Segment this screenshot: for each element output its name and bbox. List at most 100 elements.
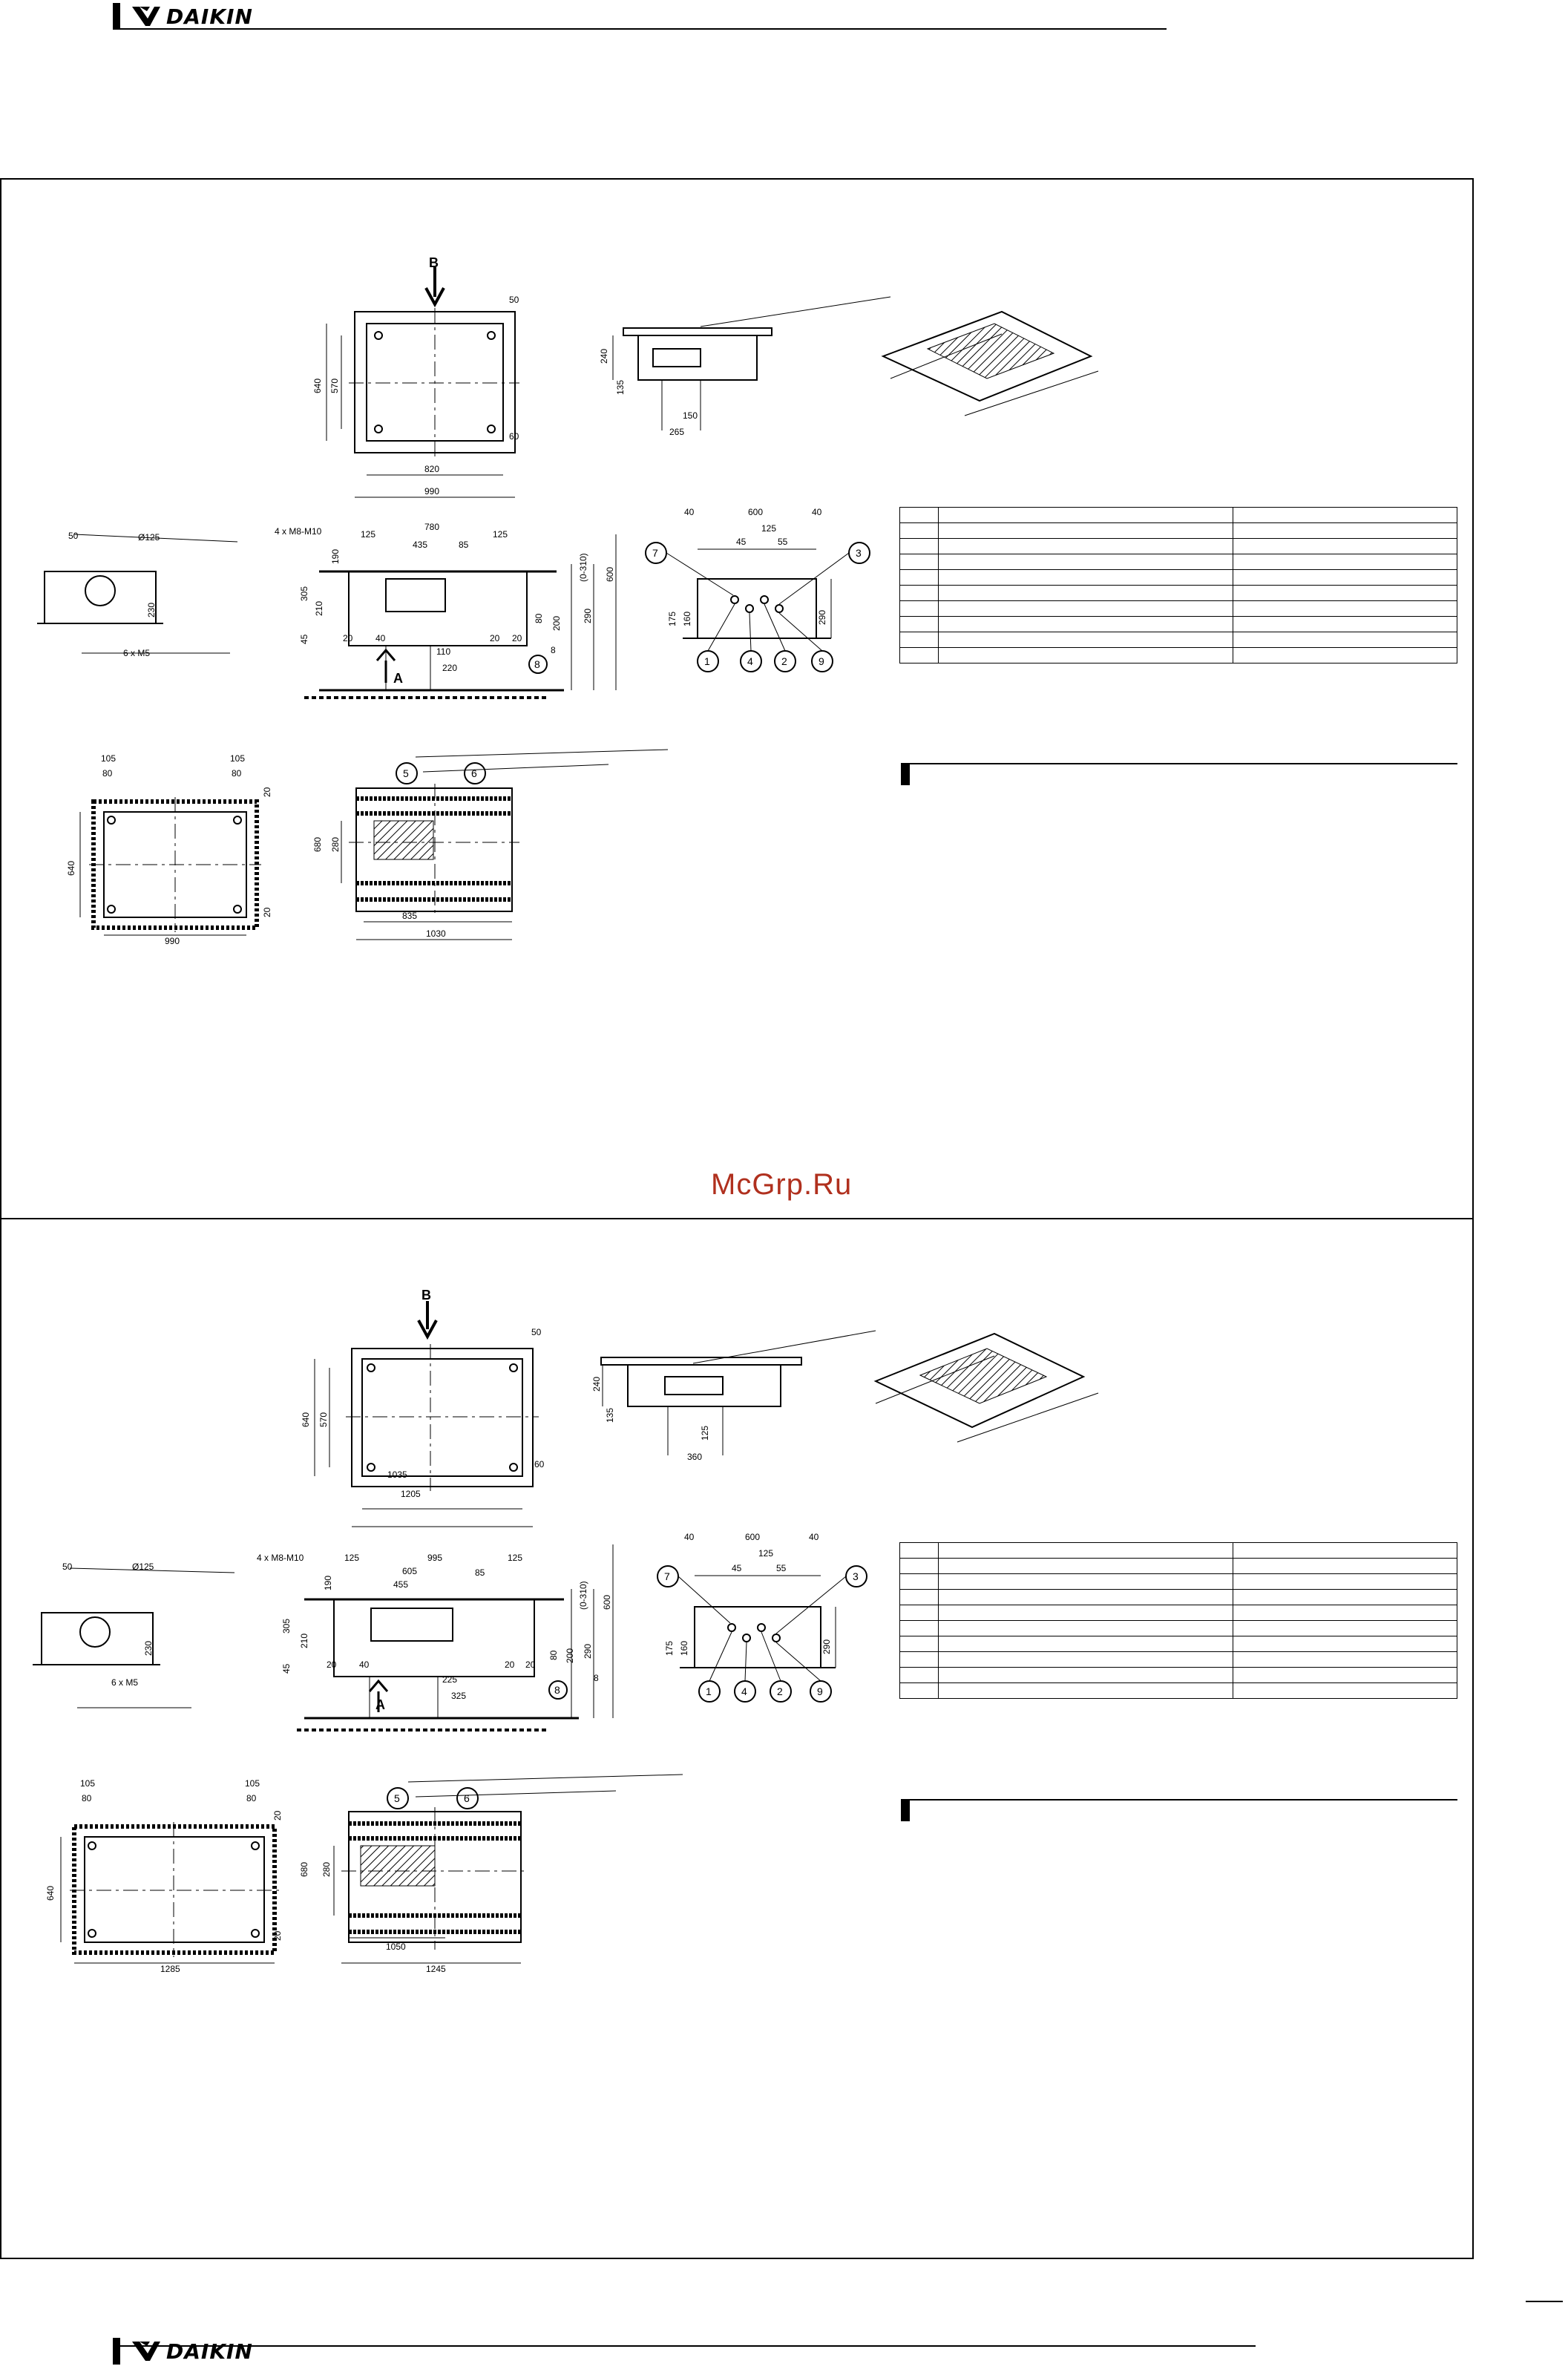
callout-7: 7 (652, 547, 658, 559)
dim-label: 835 (402, 911, 417, 921)
dim-label: 210 (314, 601, 324, 616)
dim-label: 290 (821, 1639, 832, 1654)
dim-label: 55 (778, 537, 788, 547)
dim-label: 50 (68, 531, 79, 541)
dim-label: 240 (599, 349, 609, 364)
dim-label: 50 (531, 1327, 542, 1337)
dim-label: 85 (475, 1567, 485, 1578)
header-logo: DAIKIN (113, 0, 253, 33)
dim-label: 225 (442, 1674, 457, 1685)
top-view: B 50 640 570 1035 1205 60 (301, 1288, 545, 1527)
dim-label: 20 (262, 907, 272, 917)
section-1-drawing: B 50 640 570 820 990 60 240 135 150 265 (37, 255, 1099, 946)
dim-label: 290 (583, 1644, 593, 1659)
dim-label: 435 (413, 540, 427, 550)
dim-label: 455 (393, 1579, 408, 1590)
logo-bar (113, 2338, 120, 2365)
dim-label: 600 (748, 507, 763, 517)
section-1-note-marker (901, 763, 910, 785)
ceiling-view: 105 80 105 80 20 640 20 990 (66, 753, 272, 946)
dim-label: 820 (424, 464, 439, 474)
side-view: 240 135 150 265 (599, 296, 891, 437)
dim-label: 50 (62, 1562, 73, 1572)
callout-8: 8 (554, 1684, 560, 1696)
watermark-text: McGrp.Ru (711, 1168, 853, 1201)
dim-label: 125 (700, 1426, 710, 1441)
dim-label: 20 (272, 1930, 283, 1941)
dim-label: 570 (329, 379, 340, 393)
dim-label: 600 (602, 1595, 612, 1610)
dim-label: 1050 (386, 1942, 406, 1952)
section-2-drawing: B 50 640 570 1035 1205 60 240 135 125 36… (33, 1288, 1099, 1974)
front-view: 4 x M8-M10 125 780 125 435 85 190 305 21… (275, 522, 617, 699)
dim-label: 640 (312, 379, 323, 393)
dim-label: 325 (451, 1691, 466, 1701)
callout-2: 2 (777, 1685, 783, 1697)
dim-label: (0-310) (578, 1581, 588, 1610)
dim-label: 190 (330, 549, 341, 564)
dim-label: 240 (591, 1377, 602, 1392)
dim-label: 360 (687, 1452, 702, 1462)
dim-label: 190 (323, 1576, 333, 1590)
callout-4: 4 (747, 655, 753, 667)
callout-7: 7 (664, 1570, 670, 1582)
dim-label: 600 (605, 567, 615, 582)
dim-label: 80 (246, 1793, 257, 1803)
dim-label: 200 (551, 616, 562, 631)
dim-label: 125 (758, 1548, 773, 1559)
dim-label: 1285 (160, 1964, 180, 1974)
dim-label: 280 (330, 837, 341, 852)
callout-1: 1 (704, 655, 710, 667)
dim-label: 125 (344, 1553, 359, 1563)
footer-rule (113, 2345, 1256, 2347)
end-view: 50 Ø125 230 6 x M5 (33, 1562, 235, 1708)
front-view: 4 x M8-M10 125 995 125 605 455 85 190 30… (257, 1544, 614, 1731)
dim-label: 230 (143, 1641, 154, 1656)
dim-label: 1030 (426, 928, 446, 939)
dim-label: (0-310) (578, 553, 588, 582)
dim-label: 640 (301, 1412, 311, 1427)
dim-label: 220 (442, 663, 457, 673)
dim-label: 110 (436, 646, 450, 657)
dim-label: 80 (548, 1650, 559, 1660)
dim-label: 60 (534, 1459, 545, 1469)
dim-label: 20 (327, 1659, 337, 1670)
dim-label: 605 (402, 1566, 417, 1576)
dim-label: 175 (664, 1641, 675, 1656)
callout-6: 6 (471, 767, 477, 779)
dim-label: 20 (272, 1810, 283, 1821)
callout-2: 2 (781, 655, 787, 667)
dim-label: 80 (102, 768, 113, 779)
dim-label: 40 (684, 1532, 695, 1542)
dim-label: 45 (736, 537, 747, 547)
dim-label: 990 (424, 486, 439, 497)
dim-label: 8 (594, 1673, 599, 1683)
brand-name: DAIKIN (166, 4, 253, 29)
dim-label: 125 (761, 523, 776, 534)
dim-label: 125 (493, 529, 508, 540)
callout-5: 5 (403, 767, 409, 779)
dim-label: 230 (146, 603, 157, 617)
dim-label: 265 (669, 427, 684, 437)
dim-label: 6 x M5 (123, 648, 150, 658)
section-1-spec-table (899, 507, 1457, 663)
dim-label: 20 (490, 633, 500, 643)
dim-label: 125 (508, 1553, 522, 1563)
section-2-note-marker (901, 1799, 910, 1821)
dim-label: 995 (427, 1553, 442, 1563)
dim-label: 6 x M5 (111, 1677, 138, 1688)
dim-label: 290 (583, 609, 593, 623)
dim-label: 45 (281, 1663, 292, 1674)
dim-label: 105 (101, 753, 116, 764)
dim-label: 50 (509, 295, 519, 305)
dim-label: 160 (682, 612, 692, 626)
dim-label: 85 (459, 540, 469, 550)
grille-view: 680 280 835 1030 5 6 (312, 749, 669, 940)
callout-3: 3 (856, 547, 862, 559)
dim-label: 210 (299, 1634, 309, 1648)
dim-label: 40 (812, 507, 822, 517)
dim-label: 45 (299, 634, 309, 644)
dim-label: 570 (318, 1412, 329, 1427)
dim-label: 40 (359, 1659, 370, 1670)
dim-label: 20 (512, 633, 522, 643)
